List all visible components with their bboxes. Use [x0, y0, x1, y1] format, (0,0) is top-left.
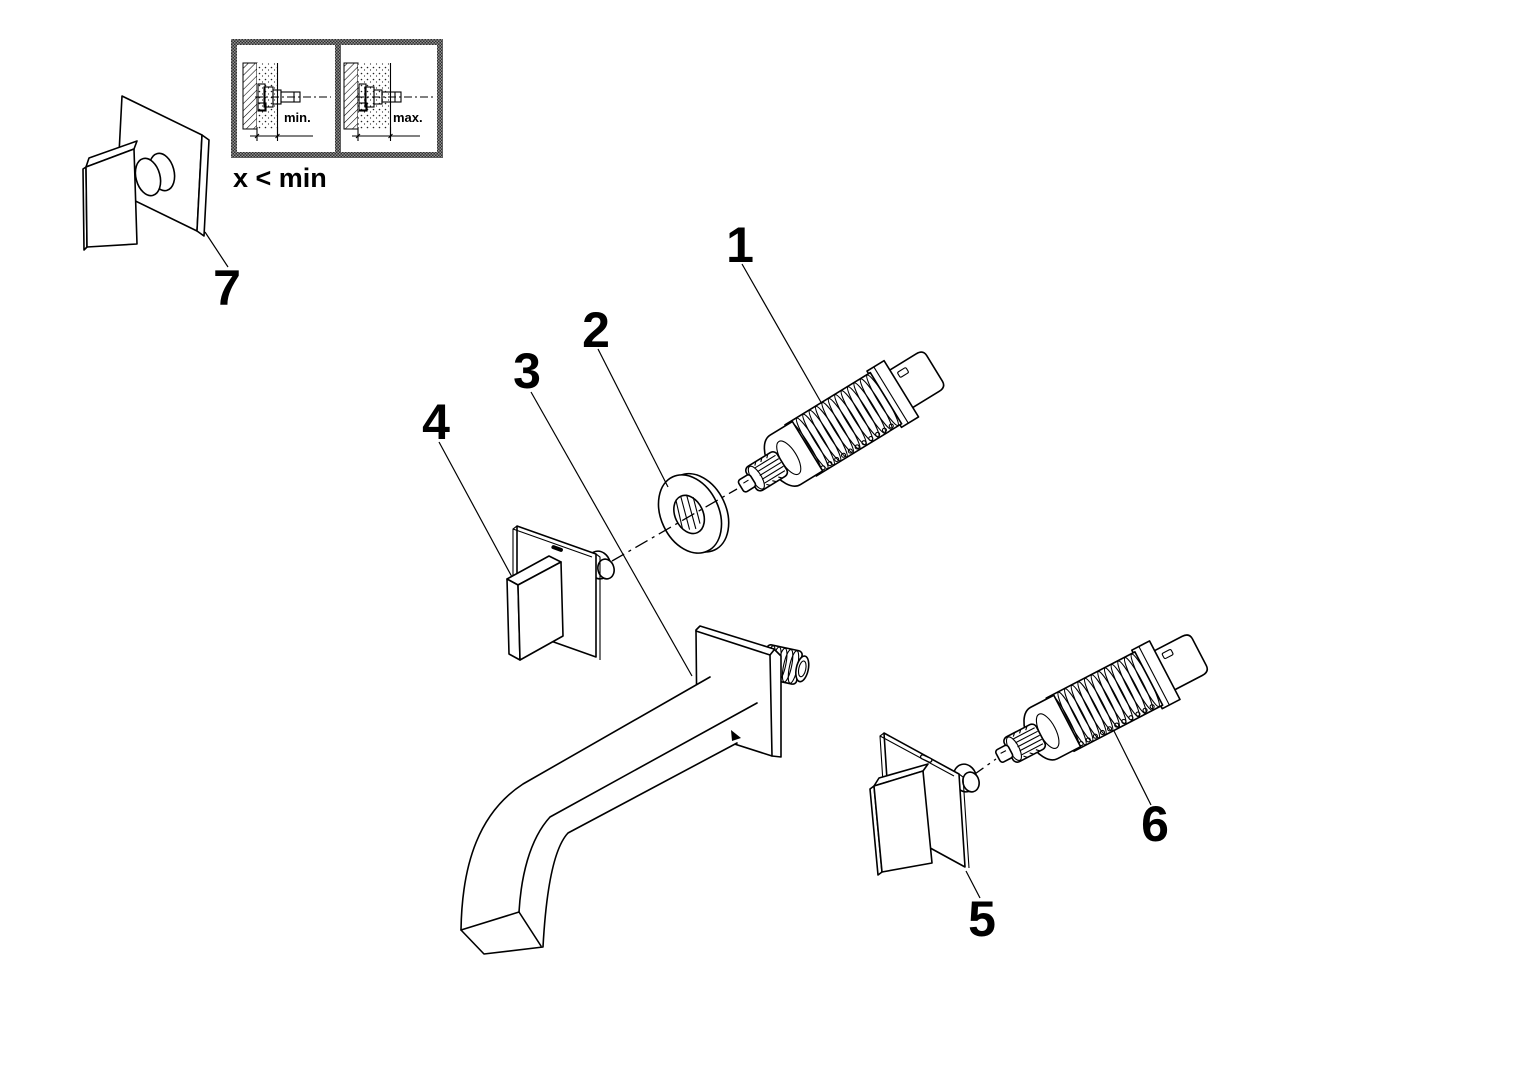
part-3-spout-assembly [460, 625, 810, 955]
part-number-6: 6 [1141, 796, 1169, 852]
leader-part-3 [530, 391, 693, 677]
part-number-5: 5 [968, 891, 996, 947]
handle-index-mark [551, 545, 563, 552]
part-4-handle [506, 525, 615, 661]
leader-part-7 [204, 231, 229, 268]
min-label: min. [284, 110, 311, 125]
part-6-valve-cartridge [981, 622, 1216, 788]
part-1-valve-cartridge [722, 339, 953, 516]
part-2-ring [657, 472, 730, 554]
max-label: max. [393, 110, 423, 125]
installation-inset: min. max. x < min [231, 39, 443, 193]
part-number-2: 2 [582, 302, 610, 358]
part-number-7: 7 [213, 260, 241, 316]
handle-index-mark [919, 754, 933, 763]
inset-max-drawing: max. [343, 62, 434, 141]
part-number-1: 1 [726, 217, 754, 273]
handle-grip [82, 140, 138, 251]
wall-plaster-texture [257, 63, 278, 129]
part-5-handle [869, 732, 980, 876]
part-number-3: 3 [513, 343, 541, 399]
leader-part-4 [438, 441, 513, 578]
item-numbers: 1 2 3 4 5 6 7 [213, 217, 1169, 947]
handle-boss [134, 152, 176, 197]
leader-part-6 [1113, 730, 1152, 806]
leader-part-2 [597, 348, 669, 488]
inset-caption: x < min [233, 163, 327, 193]
spout-joint-mark [731, 730, 741, 741]
spout-body [460, 676, 758, 955]
part-7-handle-assembly [82, 95, 210, 251]
handle-grip [869, 763, 933, 876]
inset-min-drawing: min. [242, 62, 331, 141]
leader-part-5 [965, 870, 981, 899]
leader-lines [204, 231, 1152, 899]
handle-grip [506, 555, 564, 661]
leader-part-1 [741, 263, 823, 405]
axis-line-left-valve [611, 488, 738, 562]
part-number-4: 4 [422, 394, 450, 450]
